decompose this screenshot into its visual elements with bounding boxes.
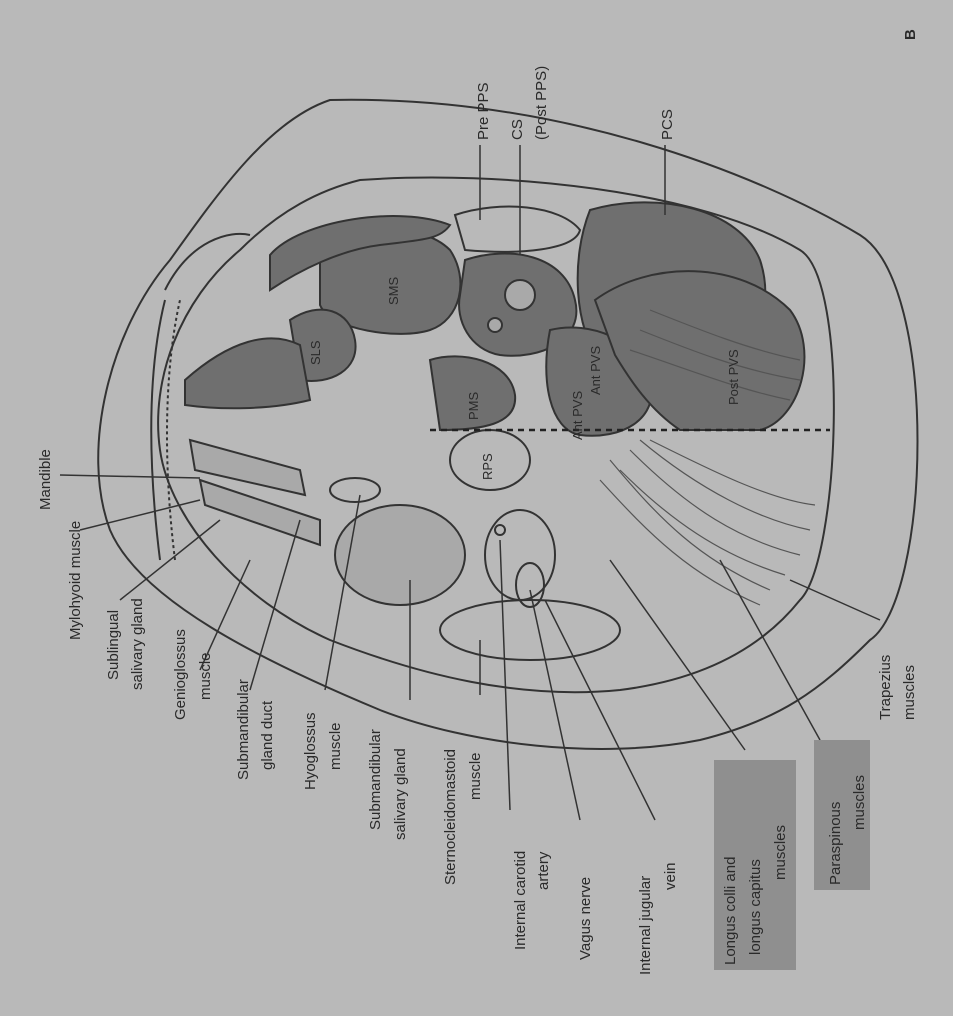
label-mandible: Mandible	[37, 449, 54, 510]
label-sms: SMS	[386, 277, 401, 306]
label-longus-3: muscles	[772, 825, 789, 880]
label-genioglossus-2: muscle	[197, 652, 214, 700]
label-scm-1: Sternocleidomastoid	[442, 749, 459, 885]
label-submand-gland-2: salivary gland	[392, 748, 409, 840]
label-post-pvs: Post PVS	[726, 349, 741, 405]
mylohyoid-region-upper	[185, 338, 310, 408]
submandibular-gland	[335, 505, 465, 605]
label-ica-1: Internal carotid	[512, 851, 529, 950]
label-submand-duct-1: Submandibular	[235, 679, 252, 780]
hyoglossus-oval	[330, 478, 380, 502]
sternocleidomastoid	[440, 600, 620, 660]
panel-letter: B	[902, 29, 919, 40]
label-pcs: PCS	[659, 109, 676, 140]
label-sls: SLS	[308, 340, 323, 365]
label-longus-2: longus capitus	[747, 859, 764, 955]
label-hyoglossus-2: muscle	[327, 722, 344, 770]
label-ant-pvs-2: Ant PVS	[570, 391, 585, 440]
label-submand-duct-2: gland duct	[259, 700, 276, 770]
label-sublingual-2: salivary gland	[129, 598, 146, 690]
label-trapezius-1: Trapezius	[877, 655, 894, 720]
ica-circle	[495, 525, 505, 535]
label-mylohyoid: Mylohyoid muscle	[67, 521, 84, 640]
label-rps: RPS	[480, 453, 495, 480]
label-ijv-1: Internal jugular	[637, 876, 654, 975]
mandible-arc	[165, 234, 250, 290]
labels-lower: Mandible Mylohyoid muscle Sublingual sal…	[37, 449, 918, 975]
label-cs-1: CS	[509, 119, 526, 140]
label-ijv-2: vein	[662, 862, 679, 890]
label-trapezius-2: muscles	[901, 665, 918, 720]
label-vagus: Vagus nerve	[577, 877, 594, 960]
cs-vein	[488, 318, 502, 332]
mandible-arc-3	[167, 300, 180, 560]
neck-outline	[98, 100, 917, 749]
cs-artery	[505, 280, 535, 310]
label-paraspinous-1: Paraspinous	[827, 802, 844, 885]
label-ant-pvs-1: Ant PVS	[588, 346, 603, 395]
label-pre-pps: Pre PPS	[475, 82, 492, 140]
label-sublingual-1: Sublingual	[105, 610, 122, 680]
label-paraspinous-2: muscles	[851, 775, 868, 830]
pre-pps-region	[455, 207, 580, 252]
label-submand-gland-1: Submandibular	[367, 729, 384, 830]
label-cs-2: (Post PPS)	[533, 66, 550, 140]
label-genioglossus-1: Genioglossus	[172, 629, 189, 720]
label-scm-2: muscle	[467, 752, 484, 800]
label-longus-1: Longus colli and	[722, 857, 739, 965]
label-ica-2: artery	[535, 851, 552, 890]
label-pms: PMS	[466, 392, 481, 421]
label-hyoglossus-1: Hyoglossus	[302, 712, 319, 790]
labels-upper: Pre PPS CS (Post PPS) PCS B	[475, 29, 919, 140]
